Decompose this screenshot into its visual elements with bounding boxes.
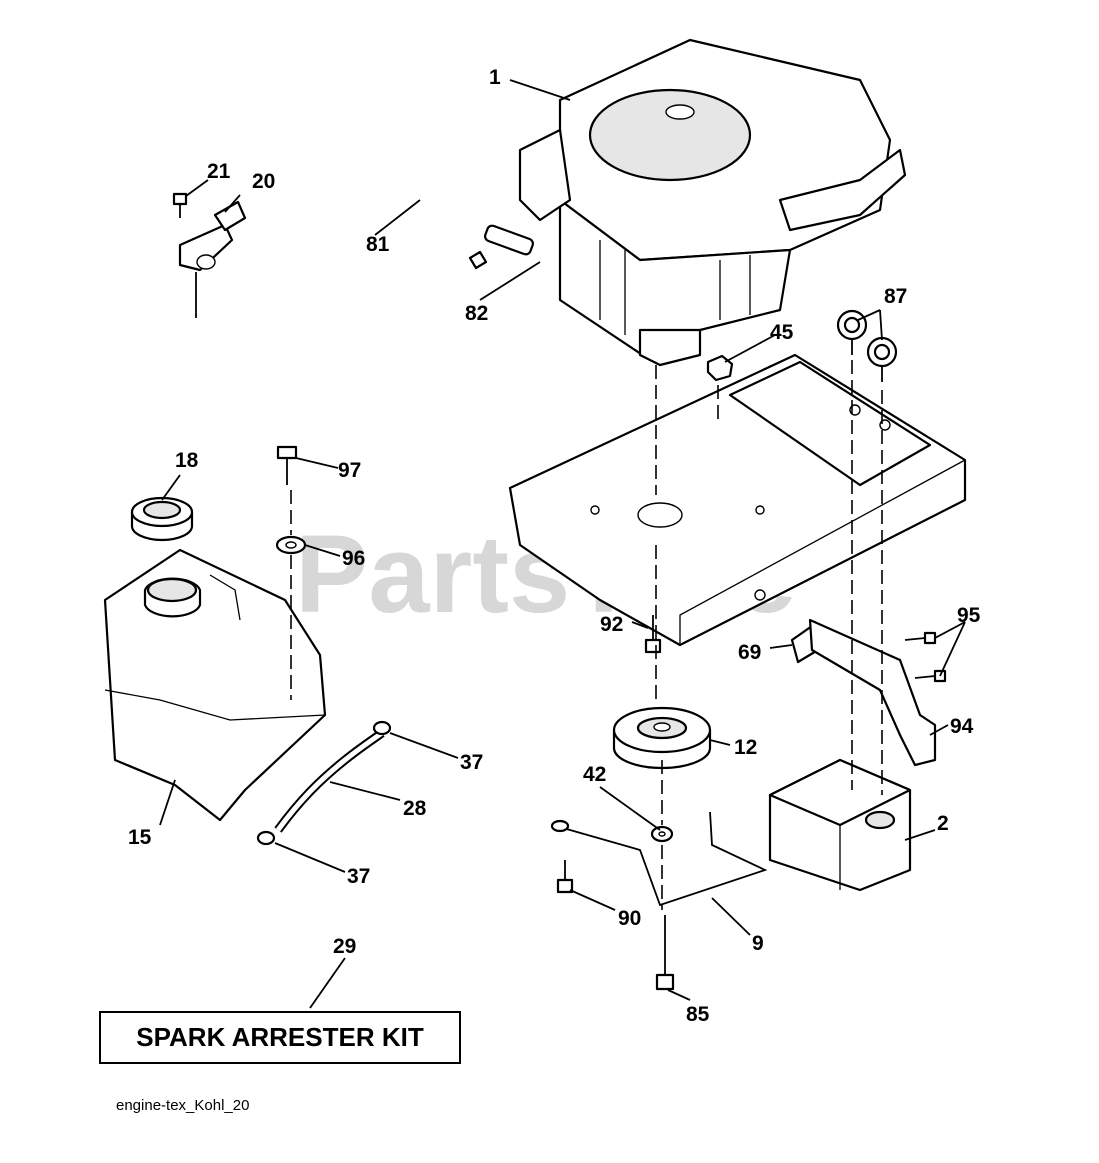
callout-69: 69: [738, 641, 761, 664]
callout-18: 18: [175, 449, 199, 472]
bolt-part-95[interactable]: [904, 631, 947, 683]
callout-37-lower: 37: [347, 865, 370, 888]
callout-37-upper: 37: [460, 751, 483, 774]
callout-15: 15: [128, 826, 152, 849]
callout-95: 95: [957, 604, 981, 627]
callout-90: 90: [618, 907, 641, 930]
callout-97: 97: [338, 459, 361, 482]
washer-part-42[interactable]: [650, 825, 674, 843]
fuel-hose-part-28[interactable]: [274, 729, 385, 833]
callout-45: 45: [770, 321, 794, 344]
bolt-part-97[interactable]: [276, 445, 298, 485]
callout-87: 87: [884, 285, 907, 308]
callout-21: 21: [207, 160, 231, 183]
callout-28: 28: [403, 797, 427, 820]
fuel-tank-part[interactable]: [103, 548, 327, 822]
callout-29: 29: [333, 935, 356, 958]
callout-1: 1: [489, 66, 501, 89]
bolt-part-90[interactable]: [556, 860, 574, 894]
leader-lines: [159, 79, 966, 1009]
callout-96: 96: [342, 547, 365, 570]
exhaust-pipe-part-94[interactable]: [808, 618, 937, 767]
screw-part-21[interactable]: [172, 192, 188, 218]
muffler-part[interactable]: [768, 758, 912, 892]
callout-85: 85: [686, 1003, 710, 1026]
pulley-part[interactable]: [612, 706, 712, 770]
alignment-lines: [290, 360, 883, 910]
callout-42: 42: [583, 763, 606, 786]
bolt-part-85[interactable]: [655, 915, 675, 991]
callout-20: 20: [252, 170, 275, 193]
engine-part[interactable]: [518, 38, 907, 367]
diagram-code: engine-tex_Kohl_20: [116, 1097, 250, 1114]
spark-arrester-kit-label[interactable]: SPARK ARRESTER KIT: [99, 1011, 461, 1064]
knob-part-87[interactable]: [836, 309, 898, 382]
clamp-part-37[interactable]: [256, 720, 392, 846]
callout-94: 94: [950, 715, 974, 738]
callout-9: 9: [752, 932, 764, 955]
throttle-control-part[interactable]: [178, 200, 247, 318]
callout-12: 12: [734, 736, 757, 759]
callout-92: 92: [600, 613, 623, 636]
callout-82: 82: [465, 302, 488, 325]
fuel-line-part[interactable]: [349, 195, 487, 243]
washer-part-96[interactable]: [275, 535, 307, 555]
callout-2: 2: [937, 812, 949, 835]
bracket-part-9[interactable]: [550, 811, 768, 907]
fuel-cap-part[interactable]: [130, 496, 194, 542]
fuel-filter-part[interactable]: [468, 224, 534, 270]
callout-81: 81: [366, 233, 390, 256]
